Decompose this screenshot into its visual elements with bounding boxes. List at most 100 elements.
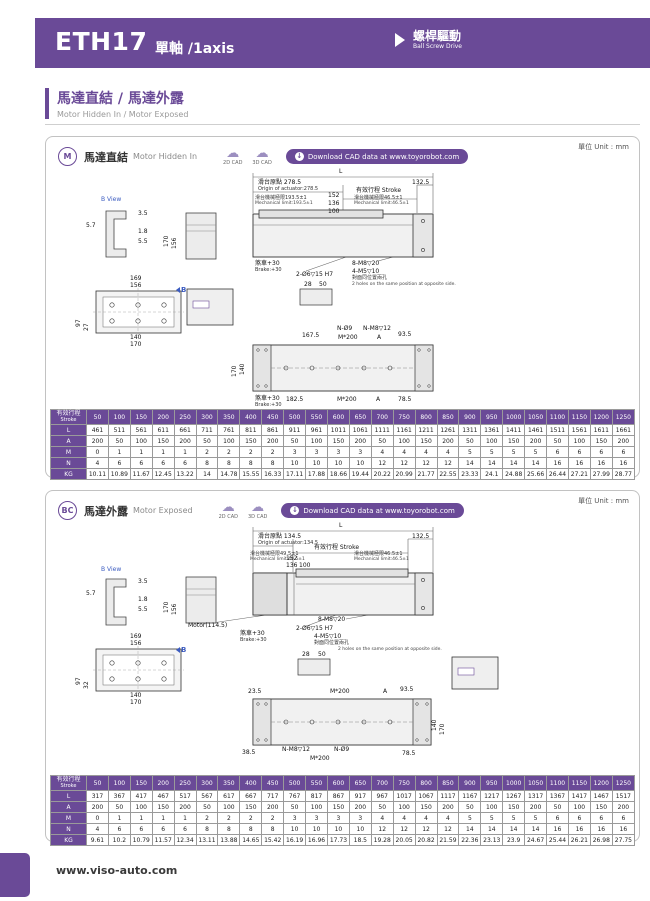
spec-cell: 6 — [546, 446, 569, 459]
spec-cell: 14 — [458, 823, 482, 836]
dim-27: 27 — [83, 323, 90, 331]
spec-cell: 1661 — [611, 424, 636, 437]
dim-5-5: 5.5 — [138, 606, 148, 613]
cad-2d-download[interactable]: ☁ 2D CAD — [219, 501, 238, 520]
stroke-col-header: 800 — [414, 408, 438, 426]
cloud-icon: ☁ — [251, 500, 265, 515]
spec-cell: 711 — [195, 424, 219, 437]
spec-cell: 50 — [195, 435, 219, 448]
spec-cell: 3 — [305, 812, 328, 825]
stroke-col-header: 1150 — [567, 408, 591, 426]
spec-row-label: KG — [50, 834, 87, 847]
dim-170-plan: 170 — [439, 723, 446, 735]
spec-cell: 21.77 — [414, 468, 438, 481]
spec-cell: 16.19 — [283, 834, 307, 847]
spec-cell: 1411 — [502, 424, 526, 437]
spec-cell: 1561 — [567, 424, 591, 437]
stroke-col-header: 850 — [436, 408, 460, 426]
dim-50: 50 — [319, 281, 327, 288]
spec-cell: 1467 — [589, 790, 613, 803]
spec-cell: 50 — [370, 801, 394, 814]
spec-cell: 6 — [107, 457, 131, 470]
cad-3d-download[interactable]: ☁ 3D CAD — [248, 501, 267, 520]
spec-cell: 5 — [524, 446, 548, 459]
spec-cell: 1611 — [589, 424, 613, 437]
hole-callout-b: 8-M8▽20 — [352, 260, 380, 267]
spec-cell: 100 — [217, 801, 241, 814]
stroke-col-header: 350 — [217, 408, 241, 426]
spec-cell: 6 — [589, 446, 613, 459]
dim-169: 169 — [130, 275, 142, 282]
spec-cell: 16 — [589, 457, 613, 470]
spec-cell: 10 — [348, 457, 372, 470]
cad-3d-download[interactable]: ☁ 3D CAD — [252, 147, 271, 166]
stroke-col-header: 800 — [414, 774, 438, 792]
download-cad-button[interactable]: ↓ Download CAD data at www.toyorobot.com — [285, 149, 469, 164]
dim-23-5: 23.5 — [248, 688, 262, 695]
spec-cell: 200 — [611, 801, 636, 814]
spec-cell: 13.22 — [173, 468, 197, 481]
spec-cell: 26.44 — [546, 468, 569, 481]
dim-origin-en: Origin of actuator:134.5 — [258, 540, 319, 546]
spec-cell: 100 — [217, 435, 241, 448]
spec-cell: 14 — [502, 823, 526, 836]
spec-cell: 50 — [107, 801, 131, 814]
spec-cell: 1017 — [392, 790, 416, 803]
spec-cell: 14.65 — [239, 834, 263, 847]
dim-n-dia9: N-Ø9 — [334, 746, 350, 753]
spec-cell: 4 — [414, 812, 438, 825]
cad-2d-download[interactable]: ☁ 2D CAD — [223, 147, 242, 166]
spec-cell: 10.11 — [86, 468, 109, 481]
spec-cell: 6 — [151, 823, 175, 836]
spec-cell: 16 — [546, 823, 569, 836]
spec-cell: 3 — [305, 446, 328, 459]
spec-cell: 2 — [261, 446, 285, 459]
stroke-col-header: 150 — [129, 774, 153, 792]
spec-cell: 12.34 — [173, 834, 197, 847]
footer-accent-block — [0, 853, 30, 897]
spec-cell: 1317 — [524, 790, 548, 803]
dim-motor: Motor(114.5) — [188, 622, 228, 629]
spec-cell: 12 — [436, 457, 460, 470]
stroke-col-header: 1000 — [502, 774, 526, 792]
dim-170-bottom: 170 — [130, 699, 142, 706]
spec-cell: 6 — [107, 823, 131, 836]
stroke-col-header: 1100 — [546, 774, 569, 792]
spec-cell: 12 — [370, 457, 394, 470]
spec-cell: 150 — [239, 435, 263, 448]
spec-cell: 0 — [86, 812, 109, 825]
dim-m200-top: M*200 — [338, 334, 358, 341]
stroke-col-header: 150 — [129, 408, 153, 426]
download-label: Download CAD data at www.toyorobot.com — [307, 152, 460, 161]
spec-cell: 100 — [567, 801, 591, 814]
spec-cell: 14 — [502, 457, 526, 470]
spec-row-label: KG — [50, 468, 87, 481]
spec-cell: 861 — [261, 424, 285, 437]
download-cad-button[interactable]: ↓ Download CAD data at www.toyorobot.com — [281, 503, 464, 518]
spec-cell: 11.57 — [151, 834, 175, 847]
stroke-col-header: 50 — [86, 408, 109, 426]
dim-28: 28 — [304, 281, 312, 288]
spec-cell: 8 — [261, 457, 285, 470]
drawing-linework — [93, 173, 434, 392]
stroke-col-header: 1100 — [546, 408, 569, 426]
dim-140-bottom: 140 — [130, 334, 142, 341]
spec-cell: 961 — [305, 424, 328, 437]
dim-78-5: 78.5 — [402, 750, 416, 757]
spec-cell: 100 — [392, 435, 416, 448]
spec-cell: 50 — [107, 435, 131, 448]
spec-cell: 5 — [458, 446, 482, 459]
panel-title-en: Motor Exposed — [133, 506, 193, 515]
spec-cell: 100 — [392, 801, 416, 814]
spec-cell: 4 — [86, 823, 109, 836]
hole-callout-a: 2-Ø6▽15 H7 — [296, 625, 334, 632]
spec-cell: 6 — [129, 457, 153, 470]
spec-cell: 3 — [348, 446, 372, 459]
dim-m200-bottom: M*200 — [310, 755, 330, 762]
spec-cell: 21.59 — [436, 834, 460, 847]
panel-title-en: Motor Hidden In — [133, 152, 198, 161]
dim-n-dia9: N-Ø9 — [337, 325, 353, 332]
stroke-col-header: 600 — [326, 408, 350, 426]
